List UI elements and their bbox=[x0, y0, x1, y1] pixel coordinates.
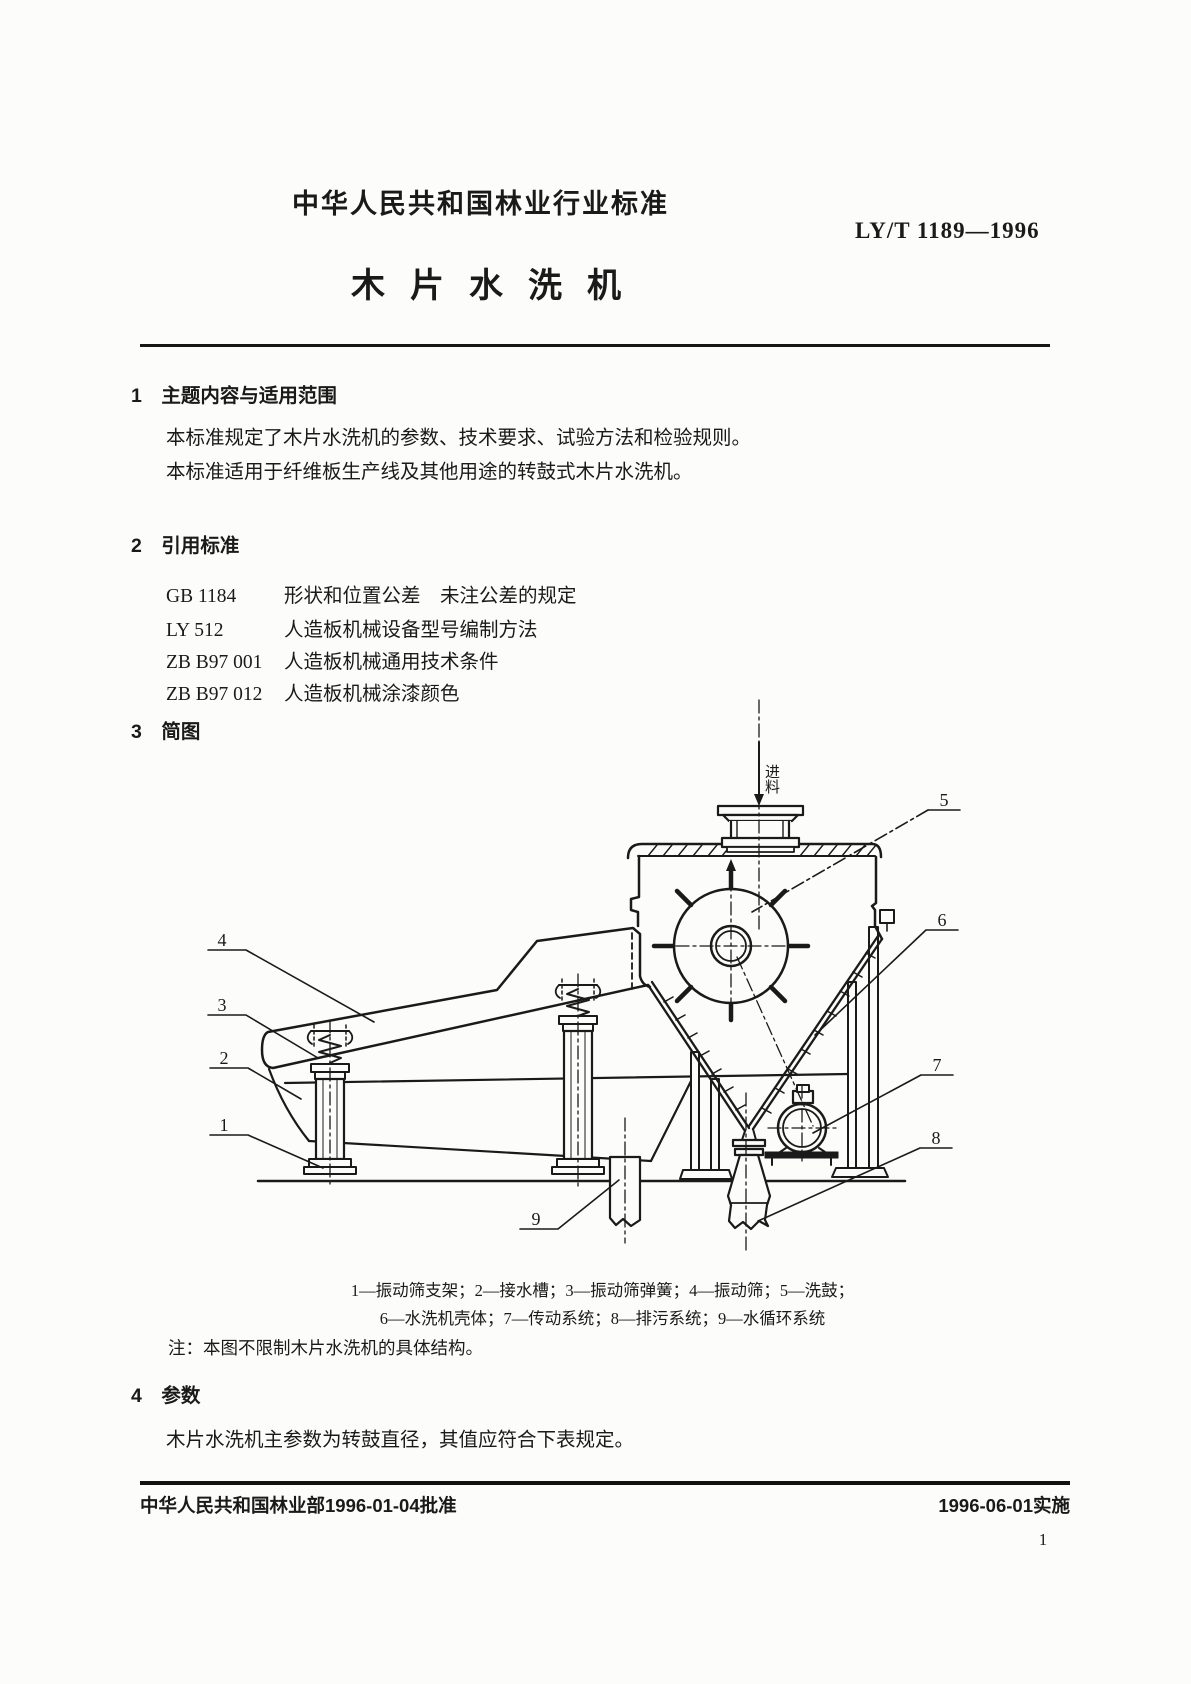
reference-code: ZB B97 001 bbox=[166, 652, 263, 673]
section-3-heading: 3 简图 bbox=[131, 721, 201, 743]
washer-housing bbox=[626, 804, 895, 941]
figure-caption-line-1: 1—振动筛支架；2—接水槽；3—振动筛弹簧；4—振动筛；5—洗鼓； bbox=[350, 1281, 855, 1300]
reference-code: GB 1184 bbox=[166, 586, 237, 607]
reference-title: 人造板机械设备型号编制方法 bbox=[284, 620, 538, 641]
reference-item: ZB B97 001 人造板机械通用技术条件 bbox=[166, 645, 499, 674]
centerlines bbox=[329, 699, 838, 1253]
footer-approval: 中华人民共和国林业部1996-01-04批准 bbox=[140, 1495, 457, 1516]
housing-top-hatching bbox=[647, 844, 877, 857]
reference-title: 形状和位置公差 未注公差的规定 bbox=[284, 586, 577, 607]
figure-caption-line-2: 6—水洗机壳体；7—传动系统；8—排污系统；9—水循环系统 bbox=[379, 1309, 826, 1328]
section-2-heading: 2 引用标准 bbox=[131, 535, 240, 557]
callout-5: 5 bbox=[940, 790, 949, 810]
callout-1: 1 bbox=[220, 1115, 229, 1135]
reference-item: ZB B97 012 人造板机械涂漆颜色 bbox=[166, 677, 460, 706]
reference-title: 人造板机械涂漆颜色 bbox=[284, 684, 460, 705]
footer-rule bbox=[140, 1481, 1070, 1485]
callout-labels: 1 2 3 4 5 6 7 8 9 bbox=[218, 790, 949, 1229]
section-4-paragraph-1: 木片水洗机主参数为转鼓直径，其值应符合下表规定。 bbox=[166, 1430, 635, 1451]
housing-trunnion-tab bbox=[879, 909, 895, 924]
header-rule bbox=[140, 344, 1050, 347]
standard-type-heading: 中华人民共和国林业行业标准 bbox=[292, 189, 669, 219]
callout-4: 4 bbox=[218, 930, 227, 950]
standard-number: LY/T 1189—1996 bbox=[855, 218, 1040, 243]
reference-title: 人造板机械通用技术条件 bbox=[284, 652, 499, 673]
reference-item: GB 1184 形状和位置公差 未注公差的规定 bbox=[166, 579, 577, 608]
section-1-paragraph-1: 本标准规定了木片水洗机的参数、技术要求、试验方法和检验规则。 bbox=[166, 428, 752, 449]
hopper-slopes bbox=[646, 934, 884, 1133]
callout-6: 6 bbox=[938, 910, 947, 930]
figure-note: 注：本图不限制木片水洗机的具体结构。 bbox=[168, 1338, 483, 1358]
page-number: 1 bbox=[1038, 1530, 1048, 1549]
callout-2: 2 bbox=[220, 1048, 229, 1068]
callout-leaders bbox=[207, 809, 961, 1230]
document-title: 木片水洗机 bbox=[351, 267, 646, 305]
reference-code: LY 512 bbox=[166, 620, 224, 641]
section-1-heading: 1 主题内容与适用范围 bbox=[131, 385, 337, 407]
drum-top-arrow bbox=[726, 859, 736, 871]
section-1-paragraph-2: 本标准适用于纤维板生产线及其他用途的转鼓式木片水洗机。 bbox=[166, 462, 693, 483]
callout-3: 3 bbox=[218, 995, 227, 1015]
feed-inlet bbox=[716, 804, 805, 853]
feed-label: 进料 bbox=[763, 764, 780, 794]
drain-system bbox=[726, 1128, 772, 1231]
footer-implementation: 1996-06-01实施 bbox=[938, 1495, 1070, 1516]
hopper-legs bbox=[679, 926, 889, 1180]
section-4-heading: 4 参数 bbox=[131, 1385, 201, 1407]
vibrating-screen bbox=[260, 926, 652, 1070]
feed-arrow bbox=[754, 741, 764, 806]
callout-7: 7 bbox=[933, 1055, 942, 1075]
reference-item: LY 512 人造板机械设备型号编制方法 bbox=[166, 613, 538, 642]
callout-9: 9 bbox=[532, 1209, 541, 1229]
reference-code: ZB B97 012 bbox=[166, 684, 263, 705]
callout-8: 8 bbox=[932, 1128, 941, 1148]
